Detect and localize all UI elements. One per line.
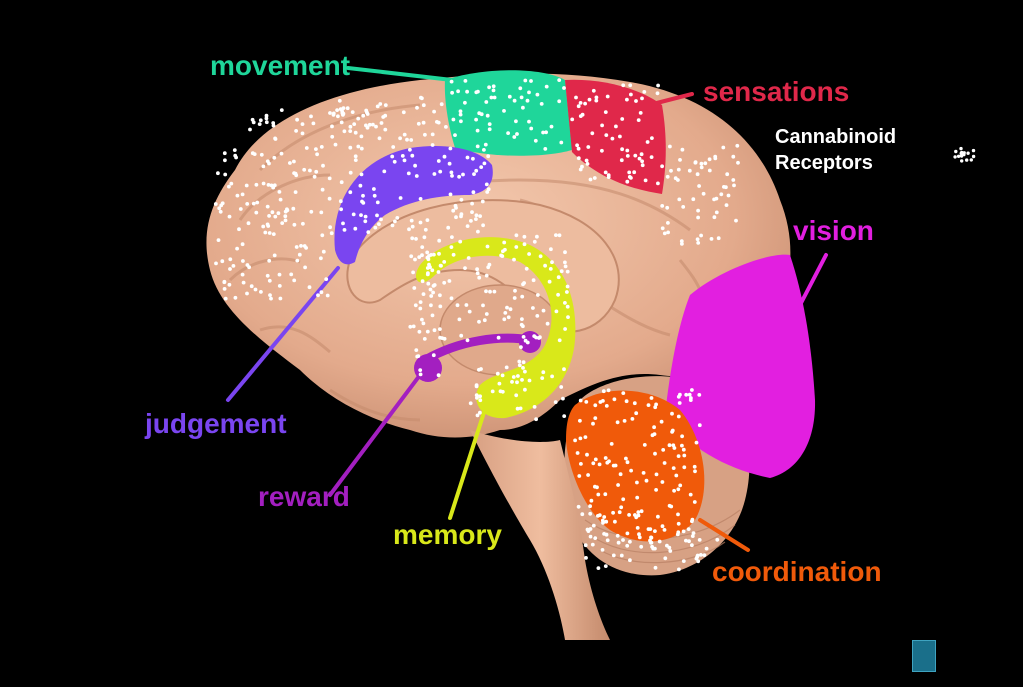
label-movement: movement — [210, 50, 351, 81]
receptor-dots — [213, 78, 740, 572]
label-coordination: coordination — [712, 556, 882, 587]
reward-node-right — [519, 331, 541, 353]
label-sensations: sensations — [703, 76, 850, 107]
coordination-region — [566, 390, 705, 542]
legend-line-2: Receptors — [775, 152, 873, 174]
memory-region — [415, 237, 576, 419]
publisher-logo — [912, 640, 936, 672]
label-judgement: judgement — [145, 408, 287, 439]
vision-region — [665, 254, 816, 478]
legend-receptor-icon — [953, 146, 976, 163]
legend: Cannabinoid Receptors — [775, 124, 896, 176]
legend-line-1: Cannabinoid — [775, 126, 897, 148]
label-vision: vision — [793, 215, 874, 246]
label-memory: memory — [393, 519, 502, 550]
sensations-region — [565, 79, 666, 194]
label-reward: reward — [258, 481, 350, 512]
movement-region — [444, 70, 572, 156]
brainstem — [470, 430, 610, 640]
